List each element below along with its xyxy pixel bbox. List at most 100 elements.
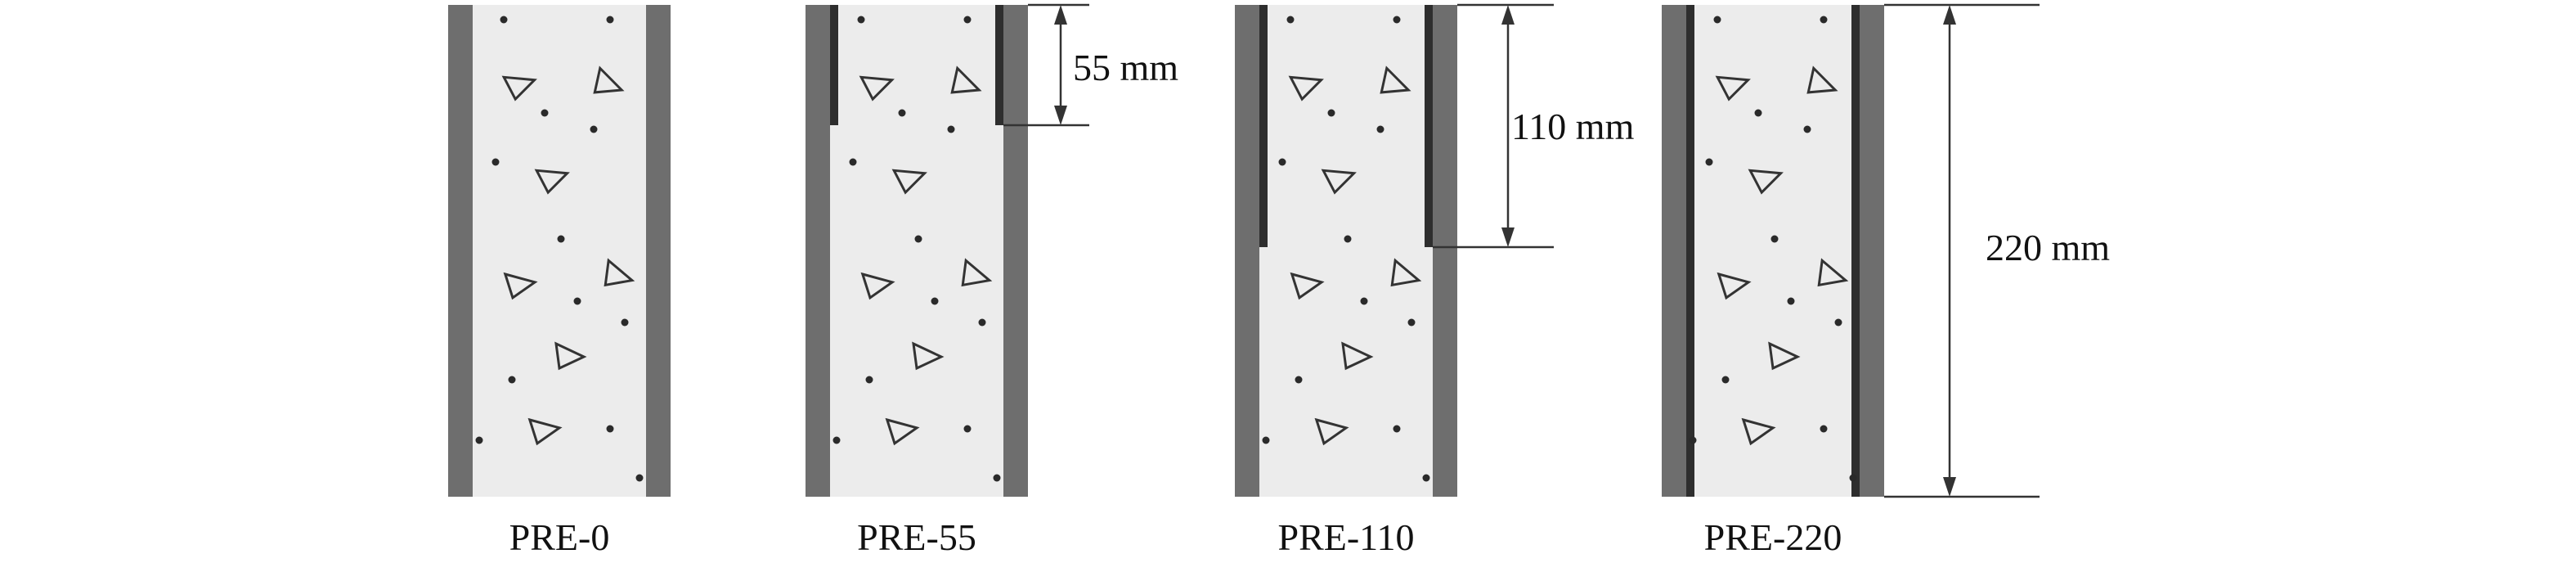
concrete-core (806, 5, 1028, 497)
tube-wall-right (1860, 5, 1884, 497)
tube-wall-left (1235, 5, 1259, 497)
aggregate-triangle (554, 341, 587, 371)
aggregate-dot (1689, 436, 1697, 444)
aggregate-dot (500, 16, 508, 24)
aggregate-pattern (1689, 16, 1857, 482)
dimension-55mm: 55 mm (1003, 3, 1178, 127)
aggregate-dot (1278, 158, 1286, 166)
tube-wall-left (448, 5, 473, 497)
aggregate-triangle (891, 169, 927, 195)
confinement-sheet-left (1259, 5, 1268, 247)
aggregate-dot (898, 109, 906, 117)
aggregate-dot (1787, 297, 1795, 305)
aggregate-dot (1407, 318, 1416, 327)
aggregate-dot (865, 376, 873, 384)
aggregate-triangle (1390, 258, 1422, 287)
aggregate-dot (621, 318, 629, 327)
concrete-core (448, 5, 671, 497)
aggregate-dot (832, 436, 841, 444)
aggregate-dot (635, 474, 644, 482)
aggregate-dot (1754, 109, 1762, 117)
aggregate-dot (508, 376, 516, 384)
arrowhead-bottom (1054, 106, 1067, 125)
aggregate-triangle (860, 272, 895, 300)
confinement-sheet-right (1851, 5, 1860, 497)
concrete-core (1235, 5, 1457, 497)
aggregate-triangle (1290, 272, 1325, 300)
aggregate-dot (606, 425, 614, 433)
aggregate-triangle (527, 417, 563, 446)
aggregate-triangle (950, 65, 982, 94)
aggregate-dot (1834, 318, 1842, 327)
aggregate-triangle (604, 258, 635, 287)
aggregate-triangle (859, 75, 895, 101)
tube-wall-right (646, 5, 671, 497)
aggregate-dot (963, 16, 972, 24)
aggregate-triangle (503, 272, 538, 300)
aggregate-triangle (1768, 341, 1801, 371)
aggregate-dot (1820, 425, 1828, 433)
specimen-label: PRE-220 (1704, 516, 1842, 558)
aggregate-dot (1295, 376, 1303, 384)
aggregate-triangle (1717, 272, 1752, 300)
aggregate-triangle (1314, 417, 1349, 446)
aggregate-pattern (475, 16, 644, 482)
dimension-label: 110 mm (1511, 106, 1635, 147)
confinement-sheet-right (1425, 5, 1433, 247)
specimen-label: PRE-55 (857, 516, 976, 558)
aggregate-dot (978, 318, 986, 327)
concrete-core (1662, 5, 1884, 497)
aggregate-dot (1344, 235, 1352, 243)
aggregate-dot (1770, 235, 1779, 243)
confinement-sheet-left (830, 5, 838, 125)
tube-wall-right (1003, 5, 1028, 497)
aggregate-triangle (1288, 75, 1324, 101)
specimen-pre-110: PRE-110 (1235, 5, 1457, 558)
arrowhead-top (1943, 5, 1956, 25)
aggregate-dot (541, 109, 549, 117)
aggregate-dot (849, 158, 857, 166)
arrowhead-bottom (1501, 227, 1515, 247)
aggregate-dot (1327, 109, 1335, 117)
arrowhead-bottom (1943, 477, 1956, 497)
aggregate-triangle (1380, 65, 1411, 94)
aggregate-triangle (1817, 258, 1849, 287)
aggregate-triangle (961, 258, 993, 287)
aggregate-dot (491, 158, 500, 166)
specimen-label: PRE-110 (1278, 516, 1415, 558)
specimen-pre-0: PRE-0 (448, 5, 671, 558)
tube-wall-left (806, 5, 830, 497)
aggregate-dot (606, 16, 614, 24)
aggregate-triangle (1321, 169, 1357, 195)
aggregate-triangle (1748, 169, 1784, 195)
aggregate-dot (1393, 16, 1401, 24)
aggregate-triangle (1341, 341, 1374, 371)
confinement-sheet-left (1686, 5, 1694, 497)
aggregate-dot (947, 125, 955, 133)
aggregate-dot (1721, 376, 1730, 384)
aggregate-dot (1803, 125, 1811, 133)
arrowhead-top (1501, 5, 1515, 25)
dimension-220mm: 220 mm (1884, 3, 2110, 498)
aggregate-dot (1262, 436, 1270, 444)
dimension-label: 220 mm (1986, 227, 2110, 268)
aggregate-dot (931, 297, 939, 305)
aggregate-dot (590, 125, 598, 133)
aggregate-dot (1820, 16, 1828, 24)
aggregate-pattern (1262, 16, 1430, 482)
aggregate-dot (857, 16, 865, 24)
aggregate-triangle (1806, 65, 1838, 94)
aggregate-pattern (832, 16, 1001, 482)
aggregate-triangle (1715, 75, 1751, 101)
specimen-pre-55: PRE-55 (806, 5, 1028, 558)
aggregate-dot (963, 425, 972, 433)
aggregate-dot (573, 297, 581, 305)
aggregate-triangle (593, 65, 625, 94)
aggregate-dot (1286, 16, 1295, 24)
aggregate-dot (557, 235, 565, 243)
aggregate-dot (1360, 297, 1368, 305)
specimen-label: PRE-0 (509, 516, 610, 558)
aggregate-triangle (912, 341, 945, 371)
tube-wall-right (1433, 5, 1457, 497)
